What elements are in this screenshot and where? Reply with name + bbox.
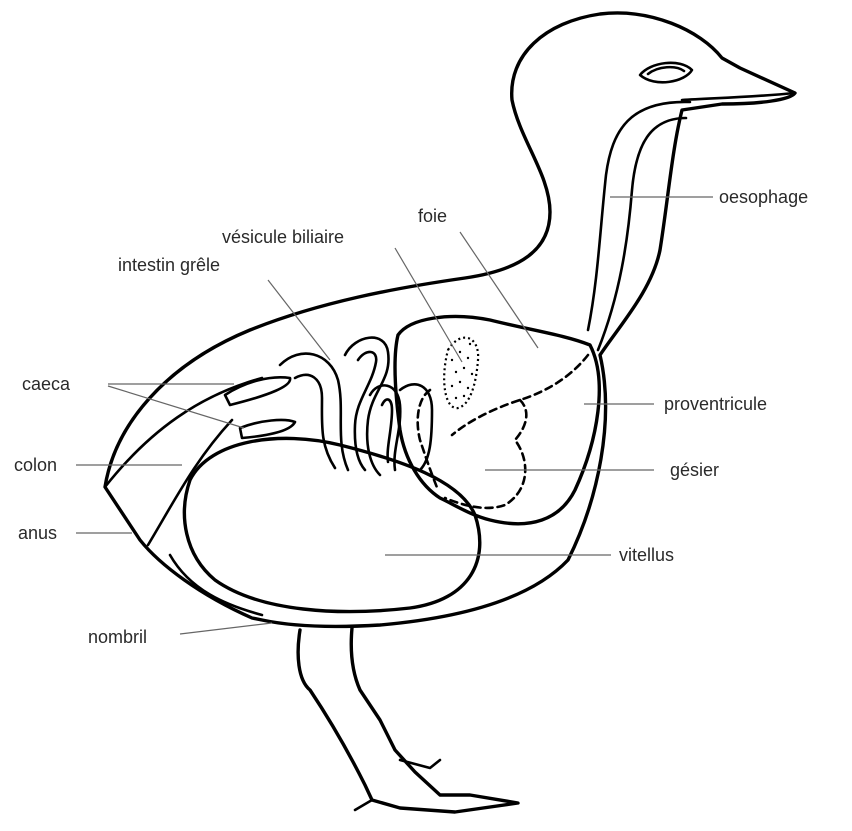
label-foie: foie: [418, 206, 447, 226]
intestine-loop-1: [280, 354, 348, 470]
label-gesier: gésier: [670, 460, 719, 480]
intestine-loop-2: [345, 338, 389, 475]
yolk-sac: [170, 438, 480, 615]
label-intestin-grele: intestin grêle: [118, 255, 220, 275]
toe-front: [355, 800, 372, 810]
gall-bladder: [444, 338, 478, 408]
label-colon: colon: [14, 455, 57, 475]
oesophagus-wall-left: [588, 102, 690, 330]
label-proventricule: proventricule: [664, 394, 767, 414]
label-vesicule-biliaire: vésicule biliaire: [222, 227, 344, 247]
gall-bladder-stipple: [451, 343, 473, 399]
caecum-upper: [225, 377, 290, 405]
caecum-lower: [240, 420, 295, 438]
intestine-loop-3b: [382, 399, 392, 462]
leg: [298, 628, 518, 812]
intestine-loop-1b: [295, 375, 335, 468]
intestine-loop-4: [400, 384, 432, 470]
body-outline: [105, 13, 795, 626]
stomach-dashed: [418, 355, 588, 508]
colon-wall-outer: [105, 378, 262, 487]
label-caeca: caeca: [22, 374, 71, 394]
eye-inner: [648, 67, 684, 74]
belly-membrane: [170, 555, 262, 615]
leader-vesicule: [395, 248, 462, 362]
leader-foie: [460, 232, 538, 348]
label-vitellus: vitellus: [619, 545, 674, 565]
small-intestine: [280, 338, 432, 475]
leg-outline: [298, 628, 518, 812]
proventriculus-outline: [452, 355, 588, 435]
body-silhouette: [105, 13, 795, 626]
leader-nombril: [180, 623, 272, 634]
label-oesophage: oesophage: [719, 187, 808, 207]
liver-outline: [395, 316, 599, 523]
liver: [395, 316, 599, 523]
label-anus: anus: [18, 523, 57, 543]
label-nombril: nombril: [88, 627, 147, 647]
